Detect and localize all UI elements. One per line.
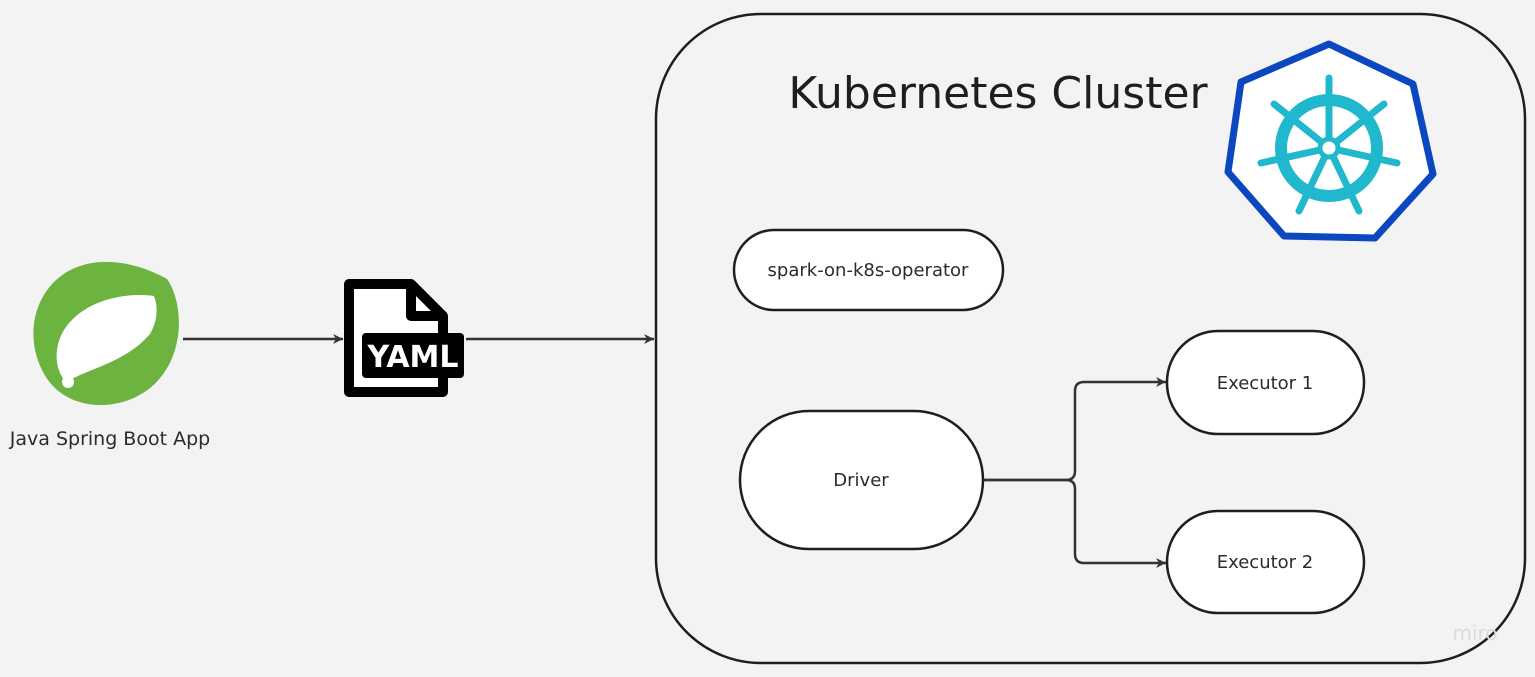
operator-label: spark-on-k8s-operator [768,260,970,281]
executor-2-label: Executor 2 [1217,552,1314,573]
driver-label: Driver [833,470,889,491]
cluster-title: Kubernetes Cluster [788,68,1208,119]
executor-1-node[interactable]: Executor 1 [1165,329,1366,436]
yaml-label: YAML [366,340,458,375]
operator-node[interactable]: spark-on-k8s-operator [732,228,1005,312]
spring-leaf-icon [33,261,179,406]
miro-watermark: miro [1452,621,1497,645]
driver-node[interactable]: Driver [738,409,985,551]
executor-2-node[interactable]: Executor 2 [1165,509,1366,615]
executor-1-label: Executor 1 [1217,373,1314,394]
kubernetes-helm-icon [1224,40,1437,242]
yaml-file-icon: YAML [344,279,464,397]
arrow-driver-to-executor-2 [984,478,1166,568]
app-label: Java Spring Boot App [9,428,210,450]
